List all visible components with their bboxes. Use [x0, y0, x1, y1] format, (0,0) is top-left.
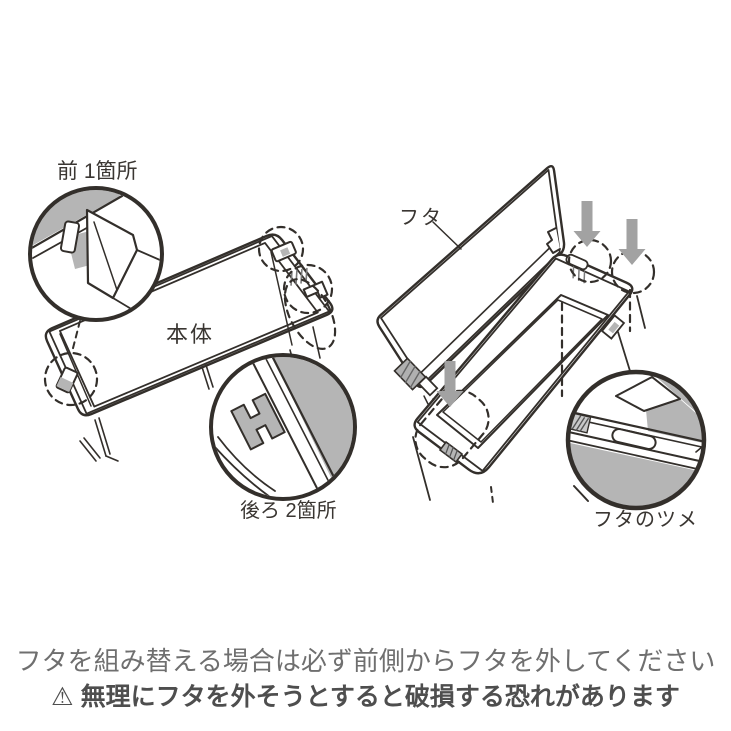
lid-tab-magnifier-label: フタのツメ — [593, 508, 698, 531]
lid-label-leader-line — [432, 221, 462, 250]
lid-flange-line — [418, 247, 551, 376]
instruction-caption: フタを組み替える場合は必ず前側からフタを外してください — [15, 646, 716, 676]
body-rim-inner-line — [48, 235, 331, 415]
body-rim-outline — [44, 233, 334, 417]
back-tab-location-marker-2 — [282, 263, 334, 315]
tab-target-marker-2 — [610, 249, 656, 295]
rim-front-tab — [438, 440, 464, 464]
lid-label: フタ — [399, 206, 443, 229]
press-arrow-1 — [573, 201, 601, 247]
warning-text: 無理にフタを外そうとすると破損する恐れがあります — [80, 683, 680, 711]
press-arrow-2 — [618, 219, 646, 265]
warning-icon: ⚠ — [51, 683, 74, 711]
tab-path-dashed-line-3 — [490, 486, 494, 504]
front-detail-content — [32, 190, 160, 314]
lid-tab-magnifier-border — [565, 369, 707, 511]
hinge-teeth — [290, 267, 308, 286]
press-arrow-3 — [436, 361, 464, 407]
bin-rim-inner-line — [416, 257, 630, 472]
front-magnifier-label: 前 1箇所 — [57, 160, 138, 183]
lid-diagram — [376, 164, 707, 511]
bin-opening-outer — [436, 294, 609, 449]
body-diagram — [28, 186, 357, 501]
back-tab-location-marker-1 — [257, 225, 305, 273]
back-magnifier-label: 後ろ 2箇所 — [240, 499, 337, 522]
front-tab-target-marker — [414, 389, 490, 469]
rim-side-clasp — [600, 314, 626, 340]
front-magnifier-leader-line — [71, 320, 81, 353]
back-clasp-1 — [270, 240, 297, 263]
lid-hook — [546, 227, 561, 254]
bin-opening-inner — [442, 299, 603, 443]
warning-caption: ⚠無理にフタを外そうとすると破損する恐れがあります — [0, 677, 731, 713]
front-tab — [55, 366, 79, 394]
back-detail-magnifier-border — [209, 353, 357, 501]
body-label: 本体 — [166, 322, 214, 347]
rim-slot — [565, 253, 589, 271]
front-detail-magnifier-border — [28, 186, 164, 322]
lid-hinge — [393, 357, 439, 408]
body-fold-line-right — [270, 251, 293, 346]
front-tab-location-marker — [43, 351, 99, 407]
back-tab-location-marker-3 — [283, 278, 337, 350]
body-fold-line-left — [59, 333, 92, 407]
lid-tab-magnifier-leader-line — [573, 485, 589, 502]
back-detail-content — [213, 357, 353, 497]
body-rim-opening — [59, 241, 319, 408]
tab-target-marker-1 — [567, 238, 613, 284]
